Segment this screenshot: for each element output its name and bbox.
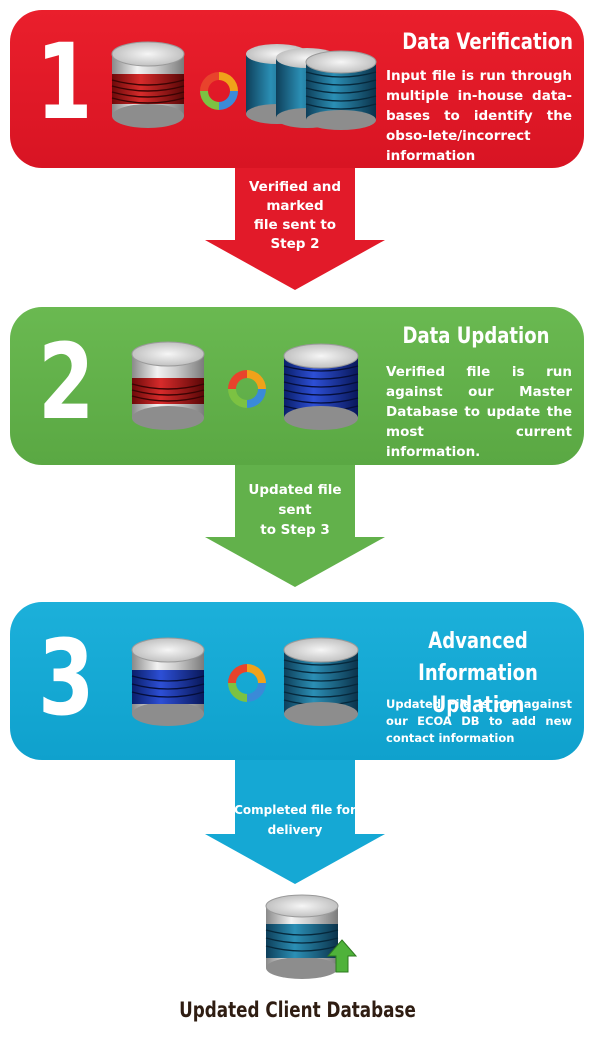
refresh-cycle-icon bbox=[228, 370, 266, 408]
arrow-1-text: Verified and marked file sent to Step 2 bbox=[248, 179, 342, 252]
database-red-icon bbox=[131, 341, 205, 430]
arrow-1 bbox=[205, 168, 385, 290]
step-1-description: Input file is run through multiple in-ho… bbox=[386, 68, 572, 164]
arrow-2-text: Updated file sent to Step 3 bbox=[248, 482, 342, 538]
step-3-number: 3 bbox=[38, 617, 95, 739]
step-2-description: Verified file is run against our Master … bbox=[386, 364, 572, 460]
step-1-number: 1 bbox=[36, 21, 93, 143]
step-1-title: Data Verification bbox=[402, 30, 574, 55]
step-2-title: Data Updation bbox=[402, 324, 550, 349]
upload-arrow-icon bbox=[326, 939, 358, 973]
step-3-title: Advanced Information Updation bbox=[418, 629, 538, 718]
database-red-icon bbox=[111, 41, 185, 128]
arrow-2 bbox=[205, 465, 385, 587]
refresh-cycle-icon bbox=[200, 72, 238, 110]
database-stack-blue-icon bbox=[246, 44, 377, 130]
step-3-description: Updated File is run against our ECOA DB … bbox=[386, 697, 572, 745]
arrow-3-text: Completed file for delivery bbox=[234, 803, 356, 837]
database-blue-icon bbox=[131, 637, 205, 726]
refresh-cycle-icon bbox=[228, 664, 266, 702]
final-database-label: Updated Client Database bbox=[179, 998, 416, 1022]
step-2-number: 2 bbox=[38, 321, 95, 443]
database-teal-icon bbox=[265, 894, 358, 979]
database-blue-icon bbox=[283, 343, 359, 430]
arrow-3 bbox=[205, 760, 385, 884]
database-teal-icon bbox=[283, 637, 359, 726]
